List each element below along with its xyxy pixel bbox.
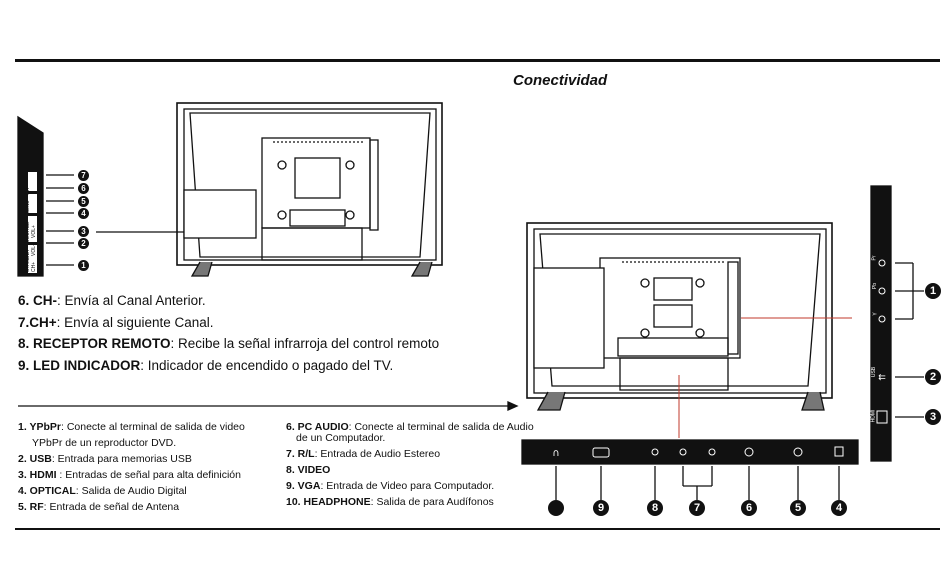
top-rule — [15, 59, 940, 62]
side-button-label: CH+ — [31, 261, 37, 272]
desc-row: 6. CH-: Envía al Canal Anterior. — [18, 293, 206, 308]
side-button-label: VOL- — [31, 244, 37, 256]
desc-row: 9. LED INDICADOR: Indicador de encendido… — [18, 357, 394, 373]
callout-right-2: 2 — [925, 369, 941, 385]
spec-row-cont: YPbPr de un reproductor DVD. — [32, 437, 177, 449]
section-title: Conectividad — [513, 72, 608, 89]
tv-back-small — [176, 102, 443, 266]
callout-right-1: 1 — [925, 283, 941, 299]
side-button-label: VOL+ — [31, 225, 37, 239]
front-descriptions: 6. CH-: Envía al Canal Anterior. 7.CH+: … — [18, 290, 439, 376]
port-label-usb: USB — [871, 366, 878, 378]
port-label-pb: Pb — [872, 282, 879, 290]
callout-6: 6 — [78, 183, 89, 194]
callout-bottom-8: 8 — [647, 500, 663, 516]
side-button-labels: STANDBYSOURCEMENUCH-CH+VOL-VOL+ — [25, 172, 39, 272]
callout-1: 1 — [78, 260, 89, 271]
spec-row: 5. RF: Entrada de señal de Antena — [18, 501, 180, 513]
callout-3: 3 — [78, 226, 89, 237]
bottom-rule — [15, 528, 940, 530]
port-label-y: Y — [872, 312, 879, 316]
callout-bottom-6: 6 — [741, 500, 757, 516]
side-button-label: MENU — [25, 200, 31, 216]
callout-2: 2 — [78, 238, 89, 249]
connections-right: 6. PC AUDIO: Conecte al terminal de sali… — [286, 419, 534, 510]
port-label-pr: Pr — [871, 255, 878, 261]
callout-5: 5 — [78, 196, 89, 207]
callout-4: 4 — [78, 208, 89, 219]
side-button-label: CH- — [25, 185, 31, 195]
callout-bottom-5: 5 — [790, 500, 806, 516]
callout-10 — [548, 500, 564, 516]
spec-row: 6. PC AUDIO: Conecte al terminal de sali… — [286, 421, 534, 433]
side-panel-right — [870, 185, 892, 462]
callout-7: 7 — [78, 170, 89, 181]
bottom-panel — [521, 439, 859, 465]
headphone-icon: ∩ — [552, 448, 559, 459]
callout-bottom-7: 7 — [689, 500, 705, 516]
spec-row: 8. VIDEO — [286, 464, 331, 476]
callout-bottom-9: 9 — [593, 500, 609, 516]
desc-row: 8. RECEPTOR REMOTO: Recibe la señal infr… — [18, 336, 440, 351]
spec-row: 10. HEADPHONE: Salida de para Audífonos — [286, 496, 494, 508]
callout-right-3: 3 — [925, 409, 941, 425]
connections-left: 1. YPbPr: Conecte al terminal de salida … — [18, 419, 245, 515]
spec-row: 1. YPbPr: Conecte al terminal de salida … — [18, 421, 245, 433]
spec-row: 4. OPTICAL: Salida de Audio Digital — [18, 485, 187, 497]
desc-row: 7.CH+: Envía al siguiente Canal. — [18, 314, 214, 330]
spec-row: 9. VGA: Entrada de Video para Computador… — [286, 480, 495, 492]
spec-row: 2. USB: Entrada para memorias USB — [18, 453, 192, 465]
callout-bottom-4: 4 — [831, 500, 847, 516]
spec-row-cont: de un Computador. — [296, 432, 386, 444]
port-label-hdmi: HDMI — [870, 409, 877, 423]
spec-row: 7. R/L: Entrada de Audio Estereo — [286, 448, 441, 460]
usb-icon: ⇇ — [878, 373, 886, 383]
spec-row: 3. HDMI : Entradas de señal para alta de… — [18, 469, 241, 481]
